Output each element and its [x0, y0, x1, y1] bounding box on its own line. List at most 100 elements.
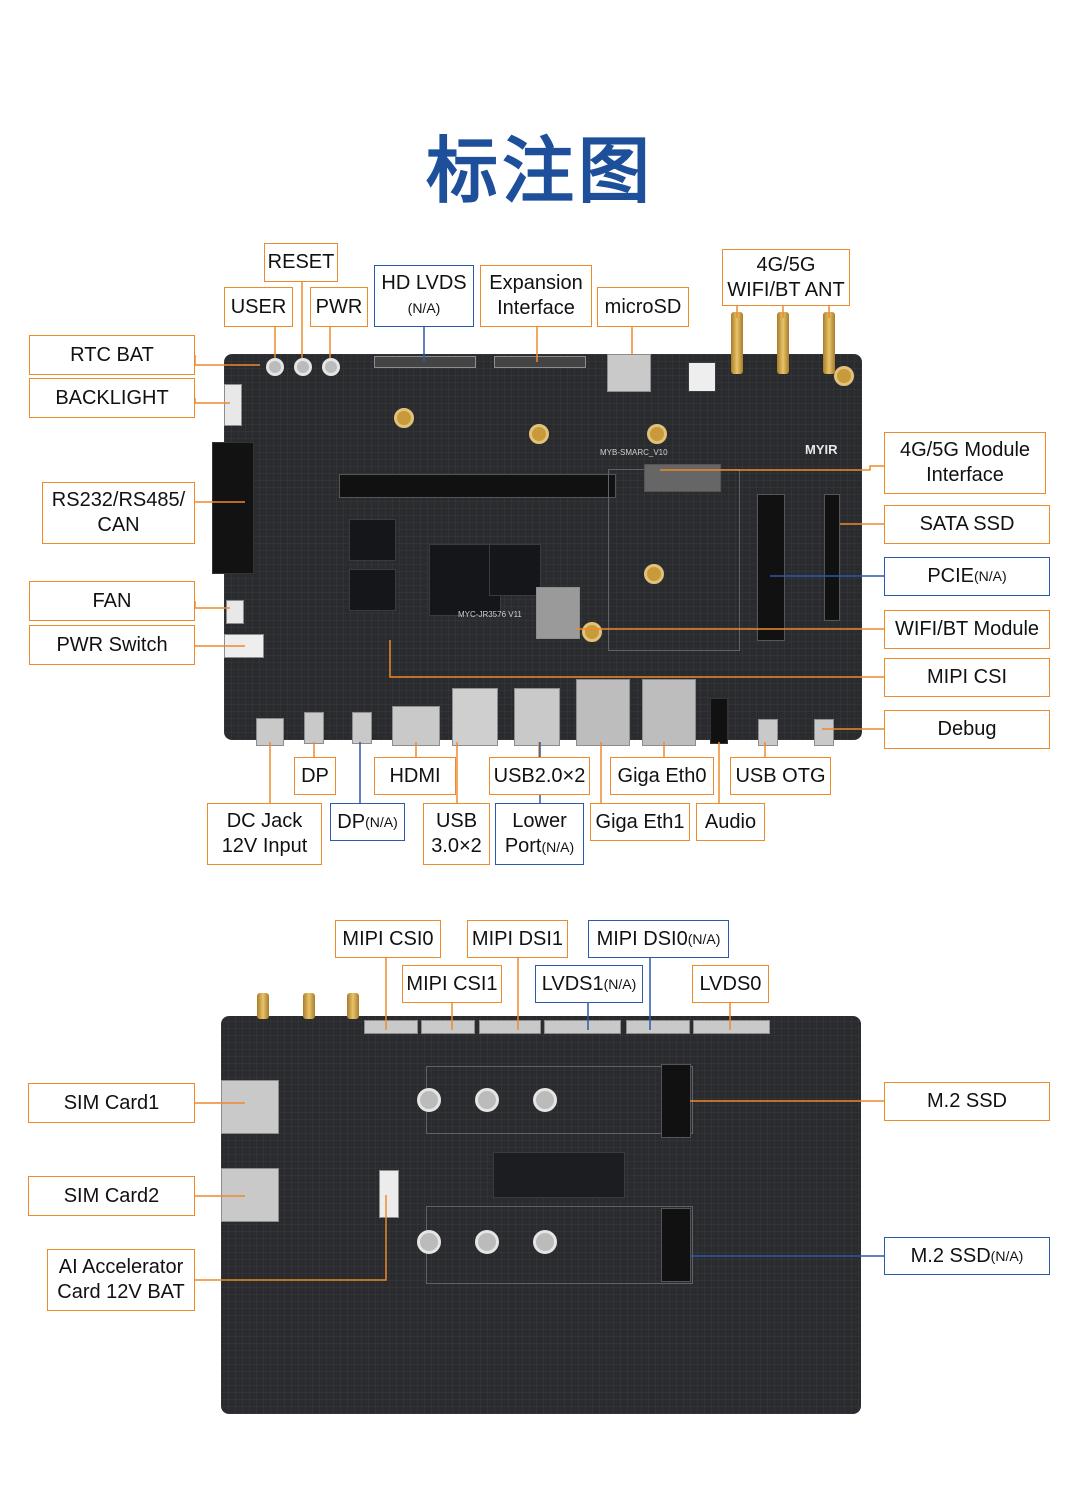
fpc-connector: [421, 1020, 475, 1034]
label-rtc-bat: RTC BAT: [29, 335, 195, 375]
antenna: [823, 312, 835, 374]
eth1-port: [576, 679, 630, 746]
na-tag: (N/A): [407, 300, 441, 316]
label-reset: RESET: [264, 243, 338, 282]
standoff: [533, 1088, 557, 1112]
wifi-module: [536, 587, 580, 639]
label-text: M.2 SSD: [910, 1244, 991, 1267]
label-text: USER: [230, 295, 287, 318]
mount-hole: [529, 424, 549, 444]
label-sim-card2: SIM Card2: [28, 1176, 195, 1216]
label-hdmi: HDMI: [374, 757, 456, 795]
label-text: RS232/RS485/: [51, 489, 186, 511]
usb-otg-port: [758, 719, 778, 746]
sim-slot-1: [221, 1080, 279, 1134]
standoff: [475, 1230, 499, 1254]
label-user: USER: [224, 287, 293, 327]
terminal-block: [212, 442, 254, 574]
antenna: [777, 312, 789, 374]
label-pwr-switch: PWR Switch: [29, 625, 195, 665]
label-text: Giga Eth0: [617, 764, 707, 787]
label-text: SIM Card2: [63, 1184, 160, 1207]
label-text: PCIE: [927, 565, 974, 587]
na-tag: (N/A): [541, 838, 575, 855]
label-dp-2: DP(N/A): [330, 803, 405, 841]
label-text: 4G/5G: [756, 253, 816, 276]
label-text: MIPI DSI1: [471, 927, 564, 950]
label-text: 4G/5G Module: [899, 439, 1031, 461]
label-pcie: PCIE(N/A): [884, 557, 1050, 596]
label-text: Debug: [937, 718, 997, 740]
memory-chip: [349, 519, 396, 561]
usb30-port: [452, 688, 498, 746]
label-text: CAN: [97, 514, 140, 536]
eth0-port: [642, 679, 696, 746]
mount-hole: [644, 564, 664, 584]
label-text: DP: [337, 810, 366, 833]
m2-ssd-slot: [661, 1064, 691, 1138]
fpc-connector: [626, 1020, 690, 1034]
board-brand: MYIR: [805, 442, 838, 457]
dp-port-2: [352, 712, 372, 744]
label-sata-ssd: SATA SSD: [884, 505, 1050, 544]
mount-hole: [582, 622, 602, 642]
label-text: Expansion: [489, 272, 583, 294]
standoff: [475, 1088, 499, 1112]
reset-button: [294, 358, 312, 376]
standoff: [417, 1230, 441, 1254]
label-text: LVDS0: [699, 972, 762, 995]
label-fan: FAN: [29, 581, 195, 621]
label-text: LVDS1: [541, 972, 604, 995]
label-text: MIPI CSI0: [342, 927, 434, 950]
pwr-button: [322, 358, 340, 376]
user-button: [266, 358, 284, 376]
mount-hole: [394, 408, 414, 428]
smarc-module-slot: [339, 474, 616, 498]
label-usb-otg: USB OTG: [730, 757, 831, 795]
mount-hole: [647, 424, 667, 444]
label-text: SIM Card1: [63, 1091, 160, 1114]
na-tag: (N/A): [603, 975, 637, 992]
label-backlight: BACKLIGHT: [29, 378, 195, 418]
na-tag: (N/A): [687, 930, 721, 947]
pcie-slot: [757, 494, 785, 641]
page-title: 标注图: [425, 129, 654, 213]
label-mipi-csi0: MIPI CSI0: [335, 920, 441, 958]
label-text: SATA SSD: [919, 513, 1015, 535]
label-text: MIPI CSI1: [406, 972, 498, 995]
label-text: BACKLIGHT: [55, 386, 169, 409]
fan-connector: [226, 600, 244, 624]
sata-slot: [824, 494, 840, 621]
header-pins-expansion: [494, 356, 586, 368]
label-text: microSD: [604, 295, 682, 318]
label-text: USB: [435, 810, 478, 832]
label-text: WIFI/BT Module: [894, 618, 1040, 640]
label-text: Port: [504, 834, 542, 857]
standoff: [417, 1088, 441, 1112]
bottom-board-photo: [221, 1016, 861, 1414]
na-tag: (N/A): [365, 813, 398, 830]
usb20-port: [514, 688, 560, 746]
label-text: PWR Switch: [56, 633, 168, 656]
na-tag: (N/A): [974, 568, 1007, 584]
label-text: Interface: [926, 464, 1004, 486]
label-text: Giga Eth1: [595, 810, 685, 833]
label-text: Interface: [497, 297, 575, 319]
mount-hole: [834, 366, 854, 386]
label-microsd: microSD: [597, 287, 689, 327]
label-text: M.2 SSD: [926, 1090, 1008, 1112]
label-debug: Debug: [884, 710, 1050, 749]
label-audio: Audio: [696, 803, 765, 841]
fpc-connector: [544, 1020, 621, 1034]
label-sim-card1: SIM Card1: [28, 1083, 195, 1123]
na-tag: (N/A): [990, 1247, 1024, 1264]
label-text: RTC BAT: [70, 343, 154, 366]
top-board-photo: [212, 354, 862, 746]
label-lvds1: LVDS1(N/A): [535, 965, 643, 1003]
label-text: USB OTG: [735, 764, 826, 787]
